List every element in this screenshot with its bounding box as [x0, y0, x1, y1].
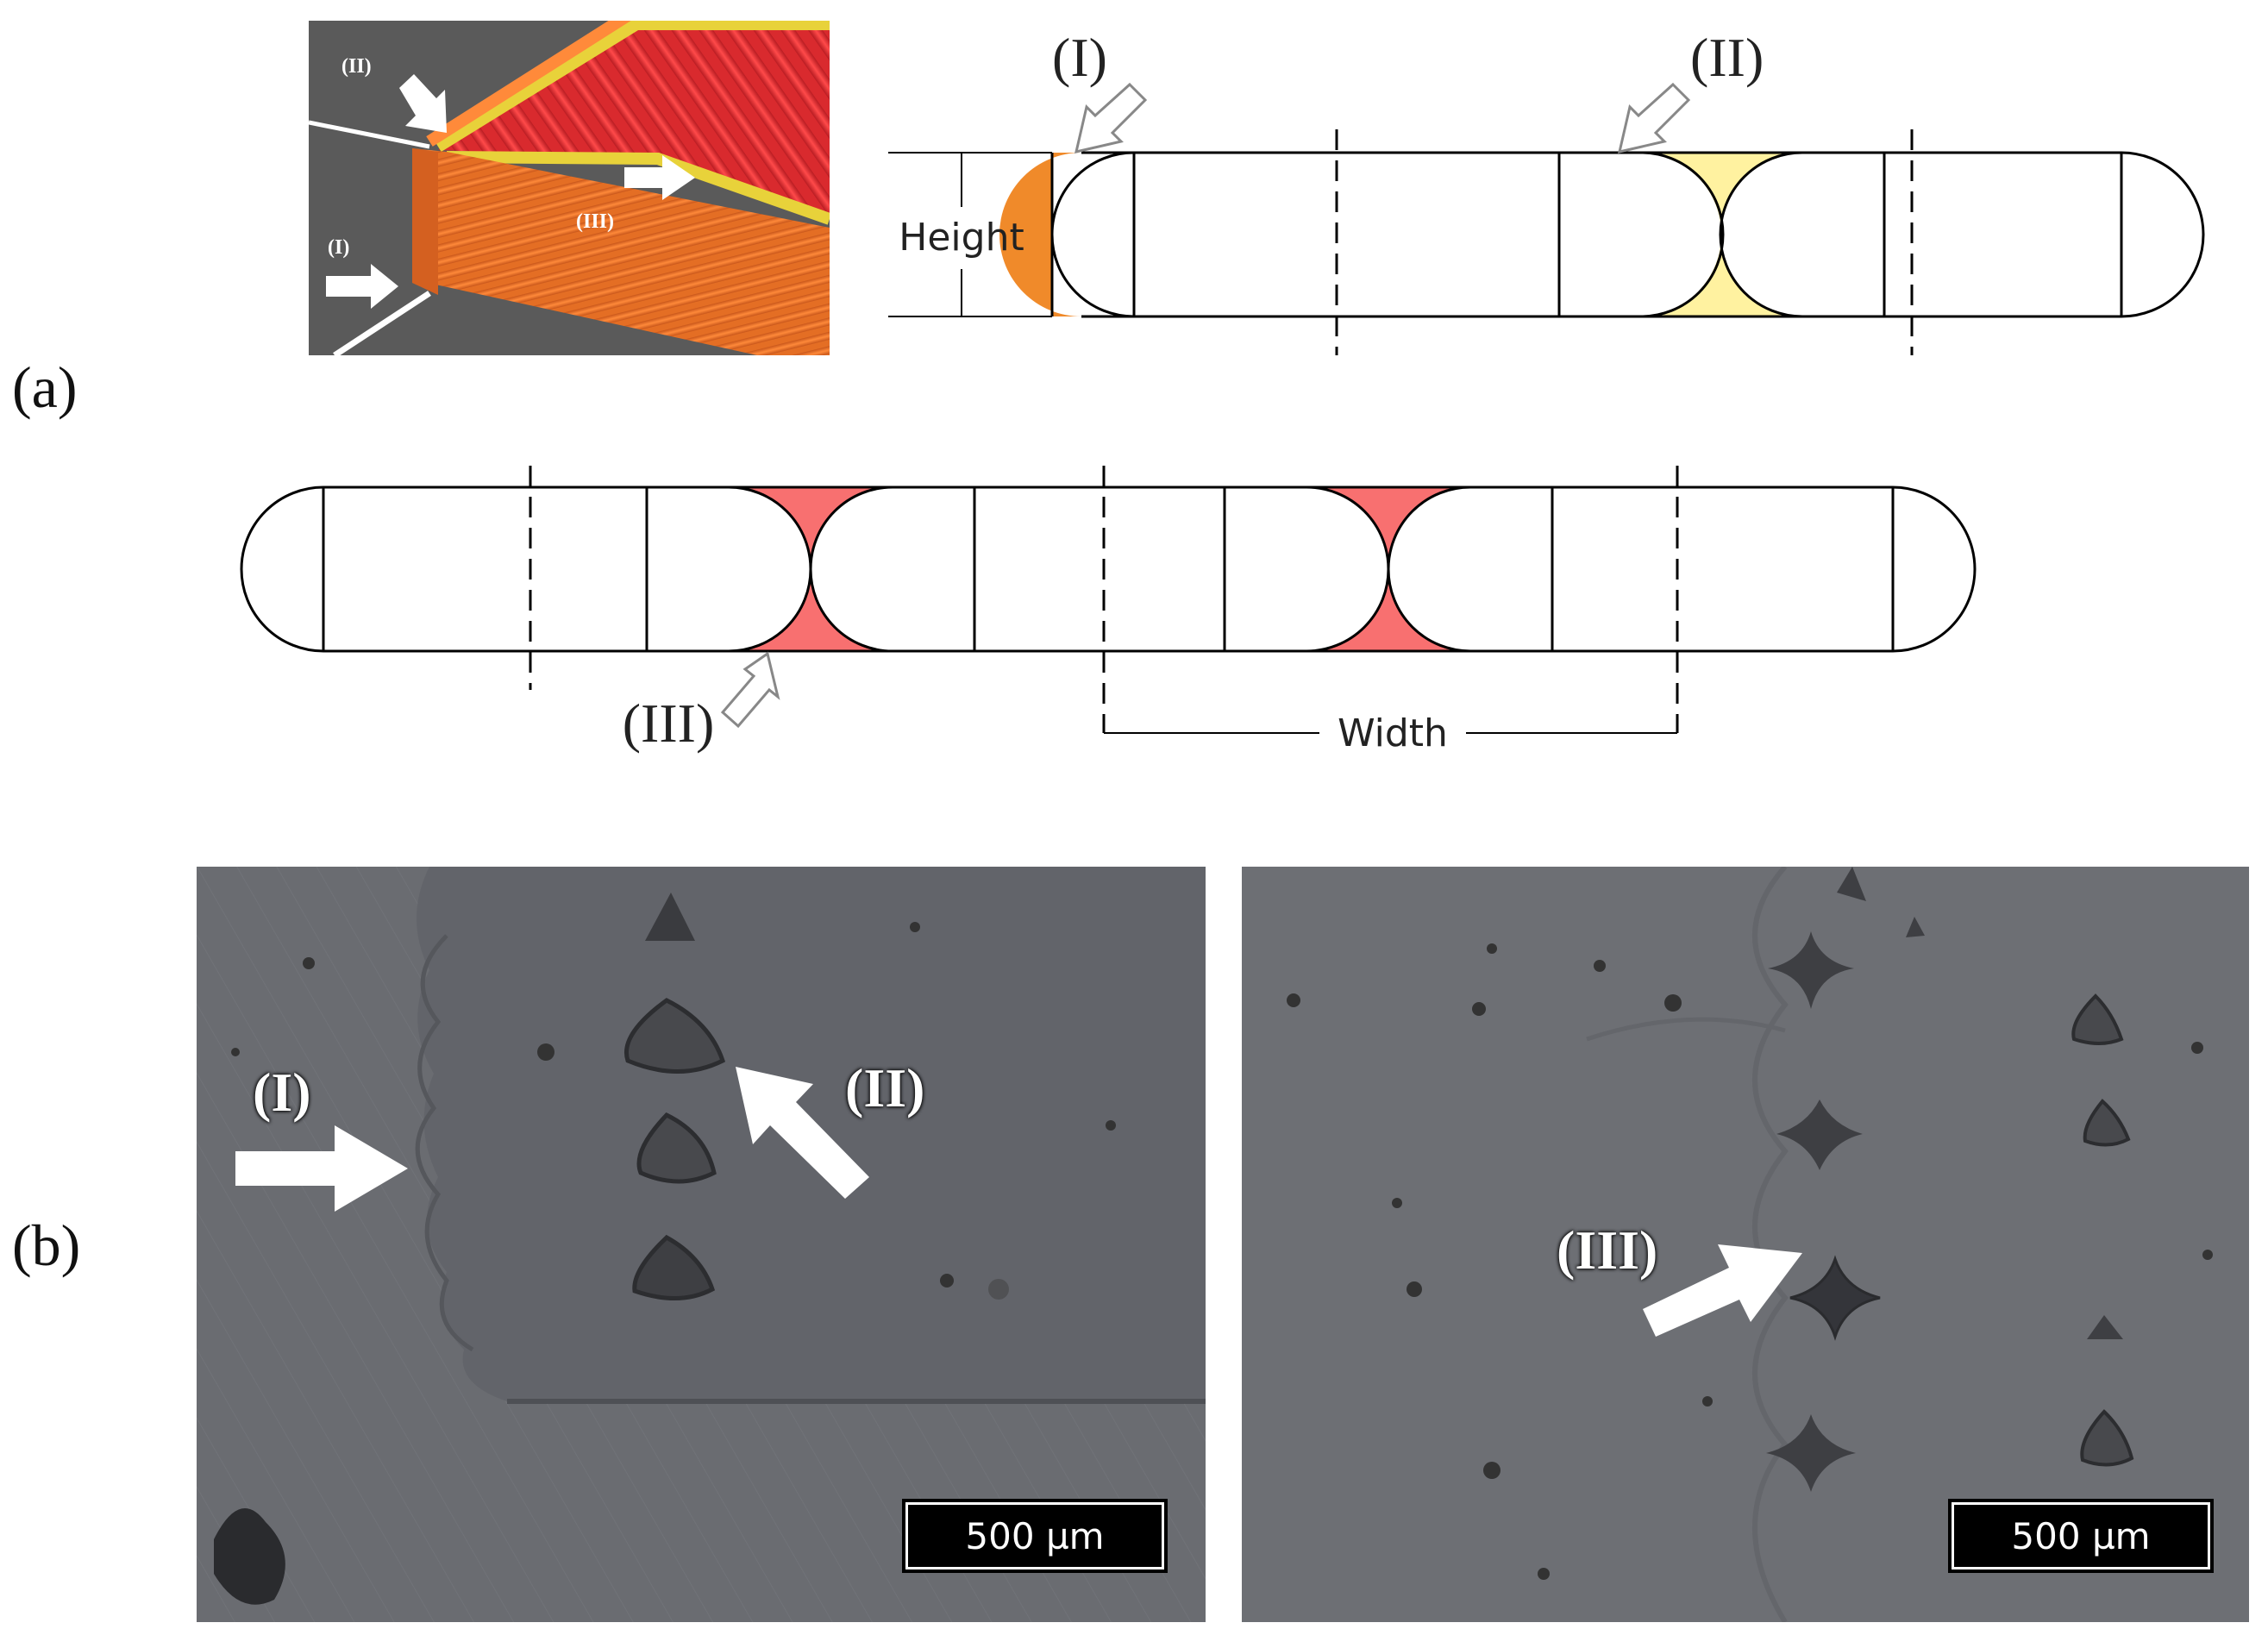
render-callout-2: (II) — [341, 55, 372, 78]
scale-bar-left: 500 µm — [902, 1499, 1168, 1573]
micro-callout-3: (III) — [1557, 1219, 1658, 1281]
cross-section-top: Height (I) (II) — [871, 17, 2216, 379]
diagram-label-2: (II) — [1690, 27, 1764, 88]
micro-callout-2: (II) — [845, 1057, 925, 1118]
micro-callout-1: (I) — [253, 1062, 311, 1123]
cross-section-bottom: Width (III) — [224, 457, 1992, 785]
diagram-label-1: (I) — [1052, 27, 1107, 88]
micrograph-right: (III) 500 µm — [1242, 867, 2249, 1622]
scale-bar-right: 500 µm — [1948, 1499, 2214, 1573]
perimeter-gap-orange — [999, 153, 1081, 316]
height-label: Height — [899, 216, 1024, 260]
micrograph-left: (I) (II) 500 µm — [197, 867, 1206, 1622]
width-label: Width — [1338, 711, 1448, 755]
panel-label-a: (a) — [12, 354, 78, 420]
panel-label-b: (b) — [12, 1212, 81, 1278]
render-callout-1: (I) — [328, 236, 349, 259]
render-callout-3: (III) — [576, 210, 614, 233]
render-3d-corner: (I) (II) (III) — [309, 21, 830, 355]
diagram-label-3: (III) — [623, 692, 715, 754]
